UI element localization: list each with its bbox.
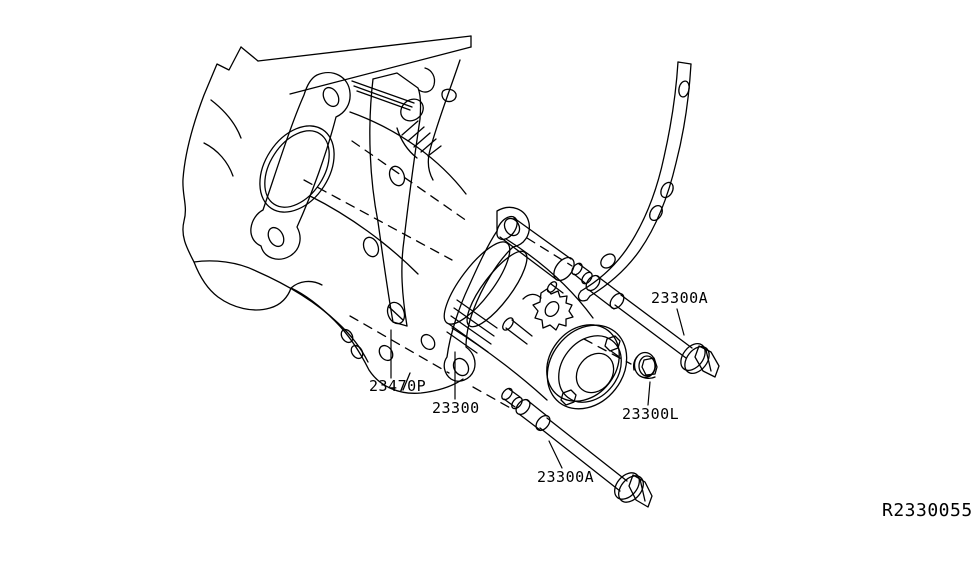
leader-lines [390, 308, 685, 469]
starter-motor-drawing [443, 206, 628, 410]
bolt-lower-drawing [501, 387, 653, 508]
projection-dashed-lines [303, 140, 632, 411]
drawing-reference-code: R2330055 [882, 500, 973, 521]
part-label-bolt-upper: 23300A [651, 289, 709, 307]
nut-drawing [632, 351, 658, 380]
part-label-gusset: 23470P [369, 377, 427, 395]
part-label-bolt-lower: 23300A [537, 468, 595, 486]
transmission-housing-drawing [182, 35, 472, 394]
gasket-drawing [577, 61, 692, 302]
part-label-starter: 23300 [432, 399, 480, 417]
part-label-nut: 23300L [622, 405, 680, 423]
leader-bolt-lower [548, 440, 563, 469]
leader-bolt-upper [676, 308, 685, 336]
bolt-upper-drawing [571, 262, 720, 378]
leader-nut [647, 381, 651, 406]
